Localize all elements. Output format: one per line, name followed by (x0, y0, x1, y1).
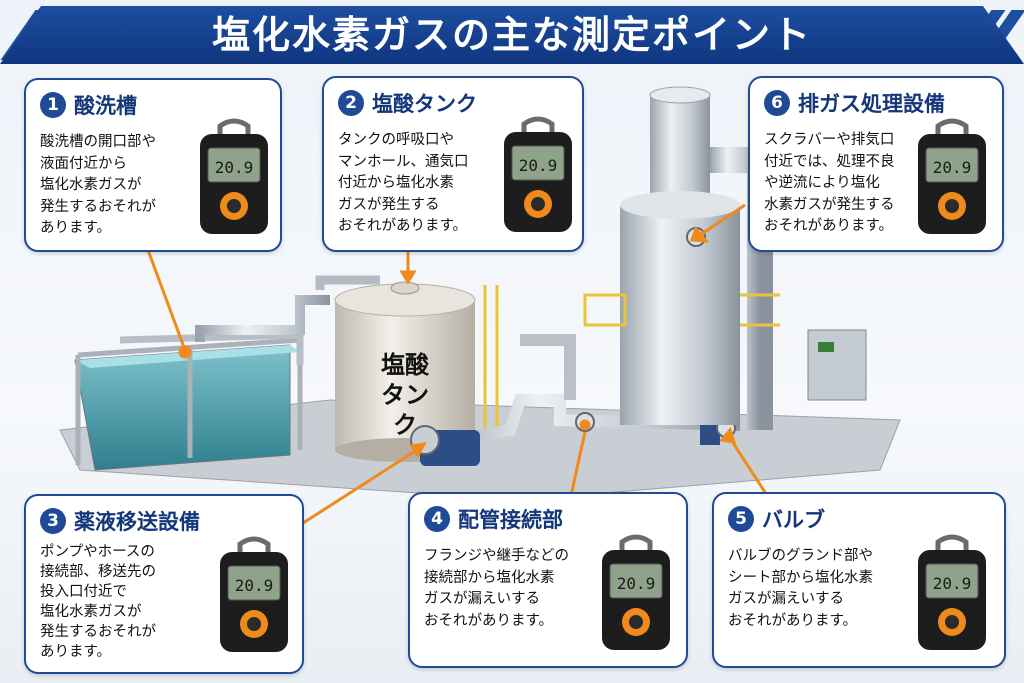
desc-line: 発生するおそれが (40, 198, 156, 215)
desc-line: 接続部、移送先の (40, 564, 156, 580)
tank-label: 塩酸 タンク (370, 350, 440, 440)
desc-line: バルブのグランド部や (728, 548, 873, 564)
desc-line: フランジや継手などの (424, 548, 569, 564)
desc-line: ガスが漏えいする (424, 591, 540, 607)
desc-line: おそれがあります。 (764, 218, 894, 234)
hcl-tank (334, 281, 476, 462)
tank-label-line: 塩酸 (381, 351, 429, 379)
svg-text:20.9: 20.9 (617, 574, 656, 593)
point-description: スクラバーや排気口 付近では、処理不良 や逆流により塩化 水素ガスが発生する お… (764, 130, 895, 238)
point-card-5: 5 バルブ バルブのグランド部や シート部から塩化水素 ガスが漏えいする おそれ… (712, 492, 1006, 668)
desc-line: おそれがあります。 (338, 218, 468, 234)
desc-line: 塩化水素ガスが (40, 604, 142, 620)
point-description: 酸洗槽の開口部や 液面付近から 塩化水素ガスが 発生するおそれが あります。 (40, 132, 156, 240)
desc-line: おそれがあります。 (728, 612, 858, 629)
svg-text:20.9: 20.9 (519, 156, 558, 175)
pipe (520, 334, 576, 400)
tank-label-line: タンク (381, 381, 429, 439)
point-card-2: 2 塩酸タンク タンクの呼吸口や マンホール、通気口 付近から塩化水素 ガスが発… (322, 76, 584, 252)
title-banner: 塩化水素ガスの主な測定ポイント (0, 6, 1024, 64)
desc-line: シート部から塩化水素 (728, 569, 873, 586)
card-header: 2 塩酸タンク (338, 88, 477, 118)
card-header: 5 バルブ (728, 504, 825, 534)
gas-detector-icon: 20.9 (192, 118, 276, 236)
pipe (195, 295, 330, 342)
pipe (315, 275, 380, 290)
svg-text:20.9: 20.9 (933, 574, 972, 593)
point-title: 塩酸タンク (372, 92, 477, 116)
desc-line: スクラバーや排気口 (764, 132, 895, 148)
control-panel (807, 329, 867, 401)
page-title: 塩化水素ガスの主な測定ポイント (211, 13, 812, 57)
desc-line: 付近から塩化水素 (338, 175, 454, 191)
card-header: 3 薬液移送設備 (40, 506, 200, 536)
desc-line: ガスが漏えいする (728, 591, 844, 607)
gas-detector-icon: 20.9 (496, 116, 580, 234)
svg-text:20.9: 20.9 (235, 576, 274, 595)
point-description: フランジや継手などの 接続部から塩化水素 ガスが漏えいする おそれがあります。 (424, 546, 569, 632)
point-number: 3 (40, 508, 66, 534)
desc-line: 塩化水素ガスが (40, 177, 142, 193)
card-header: 4 配管接続部 (424, 504, 563, 534)
point-number: 2 (338, 90, 364, 116)
point-title: 酸洗槽 (74, 94, 137, 118)
desc-line: タンクの呼吸口や (338, 132, 454, 148)
desc-line: おそれがあります。 (424, 612, 554, 629)
point-title: バルブ (762, 508, 825, 532)
gas-detector-icon: 20.9 (594, 534, 678, 652)
desc-line: マンホール、通気口 (338, 153, 469, 170)
gas-detector-icon: 20.9 (910, 118, 994, 236)
svg-text:20.9: 20.9 (215, 158, 254, 177)
panel-display (818, 342, 834, 352)
desc-line: や逆流により塩化 (764, 175, 880, 191)
point-number: 5 (728, 506, 754, 532)
point-description: タンクの呼吸口や マンホール、通気口 付近から塩化水素 ガスが発生する おそれが… (338, 130, 469, 238)
point-description: ポンプやホースの 接続部、移送先の 投入口付近で 塩化水素ガスが 発生するおそれ… (40, 542, 156, 662)
desc-line: 液面付近から (40, 155, 127, 172)
desc-line: あります。 (40, 644, 112, 660)
point-number: 1 (40, 92, 66, 118)
ladder (483, 285, 499, 430)
banner-bar (0, 6, 1024, 64)
point-number: 4 (424, 506, 450, 532)
point-title: 薬液移送設備 (74, 510, 200, 534)
desc-line: 水素ガスが発生する (764, 196, 895, 213)
point-card-1: 1 酸洗槽 酸洗槽の開口部や 液面付近から 塩化水素ガスが 発生するおそれが あ… (24, 78, 282, 252)
desc-line: ポンプやホースの (40, 544, 155, 560)
desc-line: 接続部から塩化水素 (424, 569, 555, 586)
point-card-4: 4 配管接続部 フランジや継手などの 接続部から塩化水素 ガスが漏えいする おそ… (408, 492, 688, 668)
point-title: 配管接続部 (458, 508, 563, 532)
desc-line: 酸洗槽の開口部や (40, 134, 156, 150)
desc-line: ガスが発生する (338, 196, 440, 213)
point-card-6: 6 排ガス処理設備 スクラバーや排気口 付近では、処理不良 や逆流により塩化 水… (748, 76, 1004, 252)
desc-line: 投入口付近で (40, 584, 127, 600)
point-title: 排ガス処理設備 (798, 92, 945, 116)
leader-lines (146, 203, 772, 527)
desc-line: あります。 (40, 220, 112, 236)
card-header: 1 酸洗槽 (40, 90, 137, 120)
card-header: 6 排ガス処理設備 (764, 88, 945, 118)
gas-detector-icon: 20.9 (910, 534, 994, 652)
point-number: 6 (764, 90, 790, 116)
point-description: バルブのグランド部や シート部から塩化水素 ガスが漏えいする おそれがあります。 (728, 546, 873, 632)
desc-line: 発生するおそれが (40, 624, 156, 640)
point-card-3: 3 薬液移送設備 ポンプやホースの 接続部、移送先の 投入口付近で 塩化水素ガス… (24, 494, 304, 674)
gas-detector-icon: 20.9 (212, 536, 296, 654)
desc-line: 付近では、処理不良 (764, 153, 895, 170)
svg-text:20.9: 20.9 (933, 158, 972, 177)
